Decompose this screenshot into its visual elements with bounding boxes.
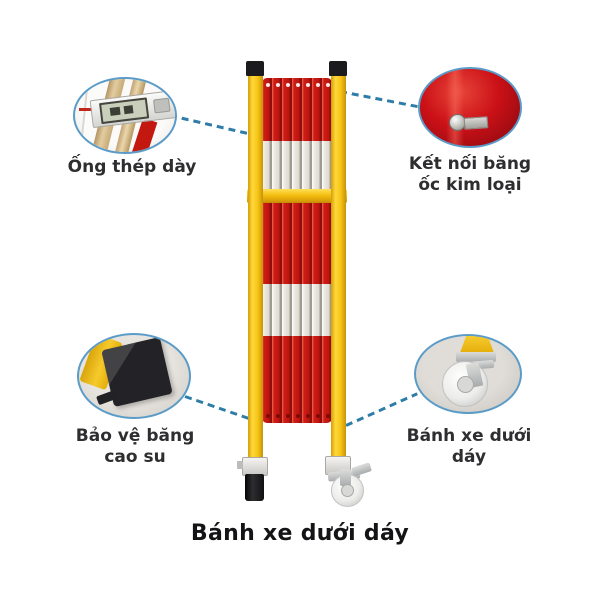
metal-rivet-photo <box>418 67 522 148</box>
yellow-pole-stub <box>460 336 494 353</box>
barrier-slats-red-top <box>262 78 332 141</box>
label-rubber-protection: Bảo vệ băng cao su <box>69 426 201 468</box>
label-text: Ống thép dày <box>67 157 197 177</box>
barrier-slats-red-mid <box>262 203 332 284</box>
slat-rivet-holes-top <box>266 83 270 87</box>
barrier-right-pole <box>331 74 346 458</box>
label-line-2: cao su <box>104 447 166 467</box>
label-metal-screw-connection: Kết nối băng ốc kim loại <box>405 154 535 196</box>
gloss-highlight <box>446 69 464 146</box>
caster-bracket-in-photo <box>456 352 496 362</box>
caster-wheel-photo <box>414 334 522 414</box>
slat-rivet-holes-bottom <box>266 414 270 418</box>
right-pole-cap <box>329 61 347 76</box>
product-caption: Bánh xe dưới dáy <box>150 521 450 546</box>
barrier-left-pole <box>248 74 263 458</box>
barrier-slats-white-mid <box>262 284 332 336</box>
left-bracket-tab <box>237 461 243 469</box>
label-line-2: dáy <box>451 447 487 467</box>
label-line-2: ốc kim loại <box>418 175 522 195</box>
caster-wheel-hub <box>341 484 354 497</box>
label-line-1: Bảo vệ băng <box>75 426 195 446</box>
label-line-1: Bánh xe dưới <box>406 426 532 446</box>
caliper-photo <box>73 77 177 154</box>
caster-fork <box>340 469 351 486</box>
label-line-1: Kết nối băng <box>408 154 532 174</box>
barrier-slats-red-bottom <box>262 336 332 423</box>
rubber-foot <box>245 474 264 501</box>
rivet-plate <box>463 116 489 130</box>
lcd-digits-2 <box>123 105 134 115</box>
label-thick-steel-pipe: Ống thép dày <box>52 157 212 178</box>
caption-text: Bánh xe dưới dáy <box>190 521 410 546</box>
caliper-thumb-wheel <box>152 97 171 114</box>
rubber-foot-photo <box>77 333 191 419</box>
barrier-slats-white-top <box>262 141 332 190</box>
barrier-crossbar <box>247 189 347 203</box>
label-bottom-wheels: Bánh xe dưới dáy <box>404 426 534 468</box>
lcd-digits <box>109 106 121 116</box>
hub-in-photo <box>457 376 474 393</box>
left-pole-cap <box>246 61 264 76</box>
